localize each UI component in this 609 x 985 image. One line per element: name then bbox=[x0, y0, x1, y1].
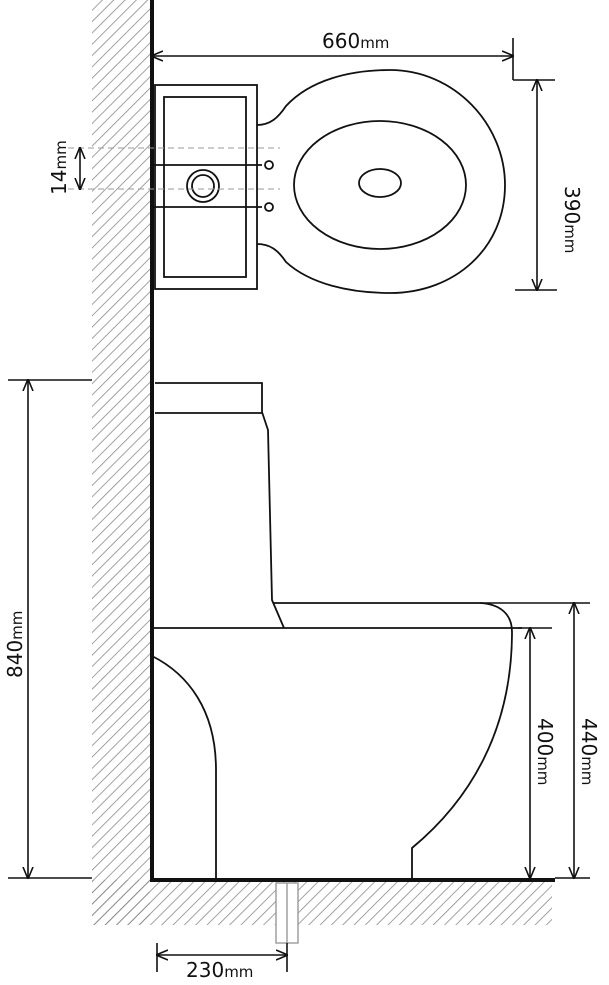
dim-230-label: 230mm bbox=[186, 958, 253, 982]
dim-390-label: 390mm bbox=[560, 186, 584, 253]
tank-side bbox=[155, 382, 285, 629]
outlet-pipe bbox=[275, 882, 299, 944]
floor-hatching bbox=[92, 880, 552, 925]
dim-230 bbox=[157, 943, 287, 972]
bolt-lower bbox=[264, 202, 274, 212]
seat-side bbox=[274, 602, 513, 878]
dim-400-label: 400mm bbox=[533, 718, 557, 785]
flush-button-outer bbox=[186, 169, 220, 203]
drain-hole-top bbox=[358, 168, 402, 198]
dim-14-label: 14mm bbox=[47, 140, 71, 195]
flush-button-inner bbox=[191, 174, 215, 198]
bowl-outline-top bbox=[256, 69, 506, 294]
side-view bbox=[151, 382, 522, 878]
top-view bbox=[152, 69, 506, 294]
dim-660-label: 660mm bbox=[322, 29, 389, 53]
bowl-front-curve bbox=[151, 655, 217, 878]
inlet-dashed-lines bbox=[68, 147, 280, 190]
tank-outline-top bbox=[154, 84, 258, 290]
seat-outline-top bbox=[293, 120, 467, 250]
dim-390 bbox=[515, 80, 557, 290]
dim-440-label: 440mm bbox=[577, 718, 601, 785]
dim-400 bbox=[518, 628, 552, 878]
dim-840 bbox=[8, 380, 92, 878]
dim-440 bbox=[480, 603, 590, 878]
wall-hatching bbox=[92, 0, 150, 925]
dim-840-label: 840mm bbox=[3, 611, 27, 678]
bolt-upper bbox=[264, 160, 274, 170]
tank-lid-top bbox=[163, 96, 247, 278]
